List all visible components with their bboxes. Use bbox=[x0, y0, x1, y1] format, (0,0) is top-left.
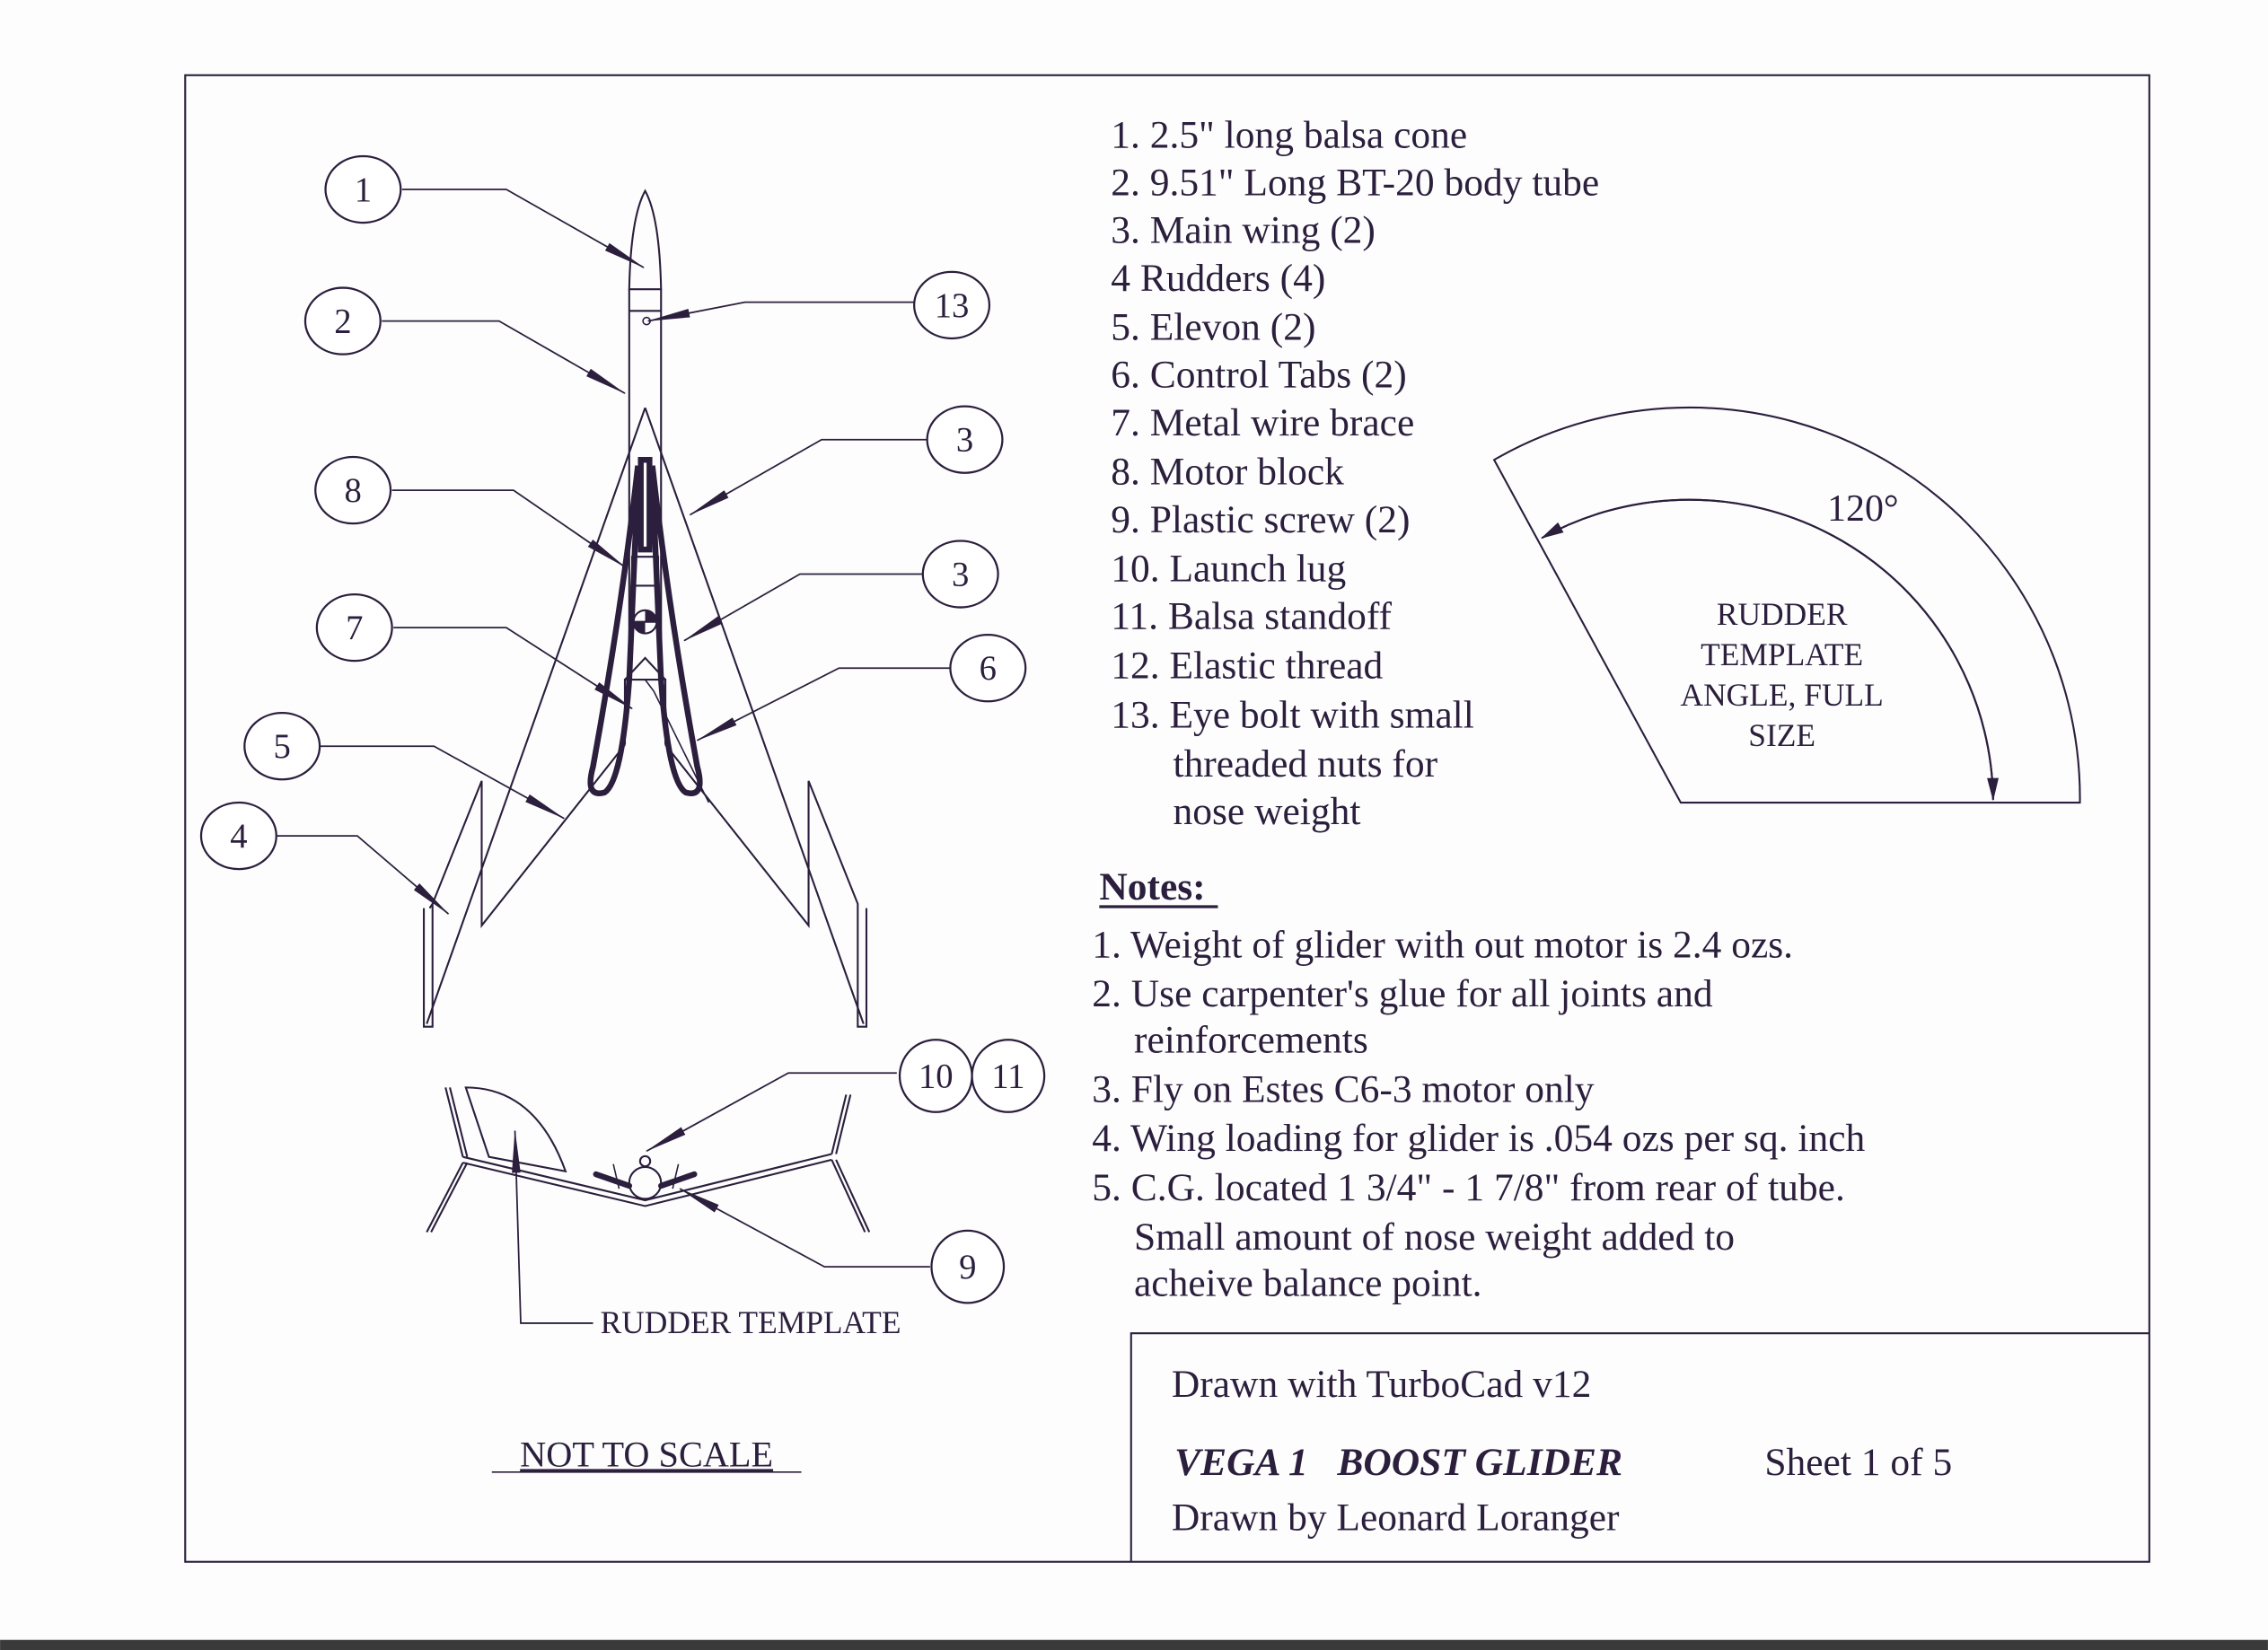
scan-edge bbox=[0, 1639, 2268, 1650]
svg-text:12. Elastic thread: 12. Elastic thread bbox=[1111, 644, 1383, 687]
svg-text:2. 9.51" Long BT-20 body tube: 2. 9.51" Long BT-20 body tube bbox=[1111, 161, 1599, 204]
callout-3-upper: 3 bbox=[926, 405, 1004, 474]
callout-9: 9 bbox=[930, 1229, 1006, 1304]
rudder-template-angle: 120° RUDDER TEMPLATE ANGLE, FULL SIZE bbox=[1492, 406, 2081, 804]
svg-text:Sheet 1 of 5: Sheet 1 of 5 bbox=[1764, 1441, 1952, 1484]
callout-10: 10 bbox=[898, 1039, 973, 1113]
callout-6: 6 bbox=[949, 634, 1027, 703]
svg-text:5: 5 bbox=[274, 728, 291, 766]
callout-13: 13 bbox=[913, 270, 991, 340]
svg-text:3. Fly on Estes C6-3 motor onl: 3. Fly on Estes C6-3 motor only bbox=[1092, 1067, 1595, 1110]
glider-top-view bbox=[423, 189, 868, 1028]
rudder-template-label: RUDDER TEMPLATE bbox=[601, 1304, 901, 1340]
svg-text:2. Use carpenter's glue for al: 2. Use carpenter's glue for all joints a… bbox=[1092, 972, 1713, 1015]
svg-text:13: 13 bbox=[935, 287, 970, 325]
svg-text:5. C.G. located 1 3/4" - 1 7/8: 5. C.G. located 1 3/4" - 1 7/8" from rea… bbox=[1092, 1166, 1845, 1209]
svg-text:3: 3 bbox=[952, 556, 969, 593]
svg-text:1: 1 bbox=[355, 171, 372, 209]
svg-text:RUDDER: RUDDER bbox=[1717, 596, 1848, 632]
svg-text:acheive balance point.: acheive balance point. bbox=[1134, 1261, 1482, 1304]
svg-text:nose weight: nose weight bbox=[1173, 790, 1360, 833]
svg-text:11: 11 bbox=[991, 1058, 1024, 1095]
svg-text:SIZE: SIZE bbox=[1748, 717, 1815, 753]
sheet-border bbox=[184, 74, 2150, 1563]
svg-text:VEGA 1 BOOST GLIDER: VEGA 1 BOOST GLIDER bbox=[1174, 1441, 1622, 1484]
svg-text:Drawn with TurboCad v12: Drawn with TurboCad v12 bbox=[1172, 1363, 1591, 1406]
svg-text:4 Rudders (4): 4 Rudders (4) bbox=[1111, 257, 1325, 300]
svg-text:1. Weight of glider with out m: 1. Weight of glider with out motor is 2.… bbox=[1092, 923, 1793, 966]
rudder-template-small bbox=[464, 1086, 567, 1173]
svg-text:3. Main wing (2): 3. Main wing (2) bbox=[1111, 209, 1376, 252]
callout-7: 7 bbox=[315, 592, 393, 663]
svg-text:3: 3 bbox=[956, 422, 973, 460]
svg-text:2: 2 bbox=[334, 303, 351, 340]
parts-list: 1. 2.5" long balsa cone 2. 9.51" Long BT… bbox=[1111, 113, 1599, 833]
svg-text:ANGLE, FULL: ANGLE, FULL bbox=[1681, 677, 1884, 713]
svg-text:6: 6 bbox=[980, 650, 997, 688]
svg-text:Drawn by Leonard Loranger: Drawn by Leonard Loranger bbox=[1172, 1496, 1620, 1539]
callout-8: 8 bbox=[314, 455, 392, 525]
leader-lines bbox=[276, 189, 951, 1324]
callout-11: 11 bbox=[971, 1039, 1046, 1113]
svg-text:6. Control Tabs (2): 6. Control Tabs (2) bbox=[1111, 354, 1407, 397]
svg-text:TEMPLATE: TEMPLATE bbox=[1701, 636, 1863, 672]
svg-text:4. Wing loading for glider is: 4. Wing loading for glider is .054 ozs p… bbox=[1092, 1117, 1865, 1160]
callout-2: 2 bbox=[303, 286, 382, 355]
callout-1: 1 bbox=[324, 154, 402, 224]
svg-text:9. Plastic screw (2): 9. Plastic screw (2) bbox=[1111, 498, 1410, 541]
svg-text:11. Balsa standoff: 11. Balsa standoff bbox=[1111, 595, 1392, 638]
svg-text:9: 9 bbox=[959, 1249, 976, 1286]
glider-rear-view bbox=[426, 1086, 871, 1233]
svg-text:5. Elevon (2): 5. Elevon (2) bbox=[1111, 306, 1315, 349]
svg-text:Notes:: Notes: bbox=[1099, 865, 1205, 908]
svg-text:120°: 120° bbox=[1827, 488, 1899, 530]
svg-text:1. 2.5" long balsa cone: 1. 2.5" long balsa cone bbox=[1111, 113, 1467, 156]
svg-text:7. Metal wire brace: 7. Metal wire brace bbox=[1111, 401, 1414, 444]
svg-text:threaded nuts for: threaded nuts for bbox=[1173, 742, 1437, 786]
not-to-scale-note: NOT TO SCALE bbox=[520, 1434, 773, 1474]
svg-text:8: 8 bbox=[344, 472, 361, 510]
svg-text:13. Eye bolt with small: 13. Eye bolt with small bbox=[1111, 693, 1474, 736]
svg-text:Small amount of nose weight ad: Small amount of nose weight added to bbox=[1134, 1216, 1735, 1259]
callout-5: 5 bbox=[243, 712, 321, 781]
svg-text:reinforcements: reinforcements bbox=[1134, 1019, 1368, 1062]
svg-text:7: 7 bbox=[346, 610, 363, 647]
title-block: Drawn with TurboCad v12 VEGA 1 BOOST GLI… bbox=[1130, 1332, 2149, 1562]
svg-text:4: 4 bbox=[230, 818, 247, 856]
callout-3-lower: 3 bbox=[921, 540, 999, 609]
callout-4: 4 bbox=[199, 801, 277, 871]
svg-text:10. Launch lug: 10. Launch lug bbox=[1111, 548, 1346, 591]
svg-text:8. Motor block: 8. Motor block bbox=[1111, 451, 1344, 494]
svg-text:10: 10 bbox=[919, 1058, 954, 1095]
notes: Notes: 1. Weight of glider with out moto… bbox=[1092, 865, 1865, 1304]
fuselage-section bbox=[628, 1165, 663, 1200]
